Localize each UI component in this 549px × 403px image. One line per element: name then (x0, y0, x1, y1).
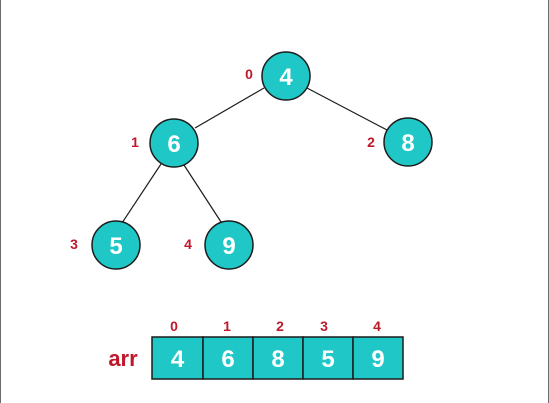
tree-node-1: 6 1 (131, 118, 199, 168)
node-index: 1 (131, 134, 139, 150)
array-value: 9 (371, 346, 384, 373)
edge-0-1 (194, 87, 265, 129)
array-cell-box (151, 336, 204, 380)
edge-0-2 (306, 87, 388, 131)
tree-node-0: 4 0 (245, 51, 311, 101)
tree-node-2: 8 2 (367, 117, 433, 167)
node-circle (149, 118, 199, 168)
array-cell-2: 2 8 (252, 318, 304, 380)
array-value: 6 (221, 346, 234, 373)
node-circle (91, 220, 141, 270)
node-index: 3 (70, 236, 78, 252)
array-index: 4 (373, 318, 381, 334)
node-value: 6 (167, 131, 180, 158)
node-index: 4 (184, 236, 192, 252)
array-cell-4: 4 9 (352, 318, 404, 380)
edge-1-3 (119, 163, 162, 227)
array-name: arr (108, 346, 138, 371)
node-circle (383, 117, 433, 167)
array-index: 2 (276, 318, 284, 334)
array-value: 8 (271, 346, 284, 373)
array-cell-box (202, 336, 254, 380)
node-index: 2 (367, 134, 375, 150)
node-value: 4 (279, 64, 293, 91)
tree-node-3: 5 3 (70, 220, 141, 270)
array-index: 1 (223, 318, 231, 334)
array-cell-3: 3 5 (302, 318, 354, 380)
node-circle (204, 220, 254, 270)
array-value: 4 (171, 346, 185, 373)
array-cell-1: 1 6 (202, 318, 254, 380)
node-value: 8 (401, 130, 414, 157)
node-circle (261, 51, 311, 101)
array-cell-0: 0 4 (151, 318, 204, 380)
tree-node-4: 9 4 (184, 220, 254, 270)
array-index: 0 (170, 318, 178, 334)
array-cell-box (252, 336, 304, 380)
array-cell-box (352, 336, 404, 380)
array-index: 3 (320, 318, 328, 334)
node-index: 0 (245, 66, 253, 82)
array-cell-box (302, 336, 354, 380)
node-value: 5 (109, 233, 122, 260)
node-value: 9 (222, 233, 235, 260)
array-value: 5 (321, 346, 334, 373)
edge-1-4 (183, 164, 224, 226)
